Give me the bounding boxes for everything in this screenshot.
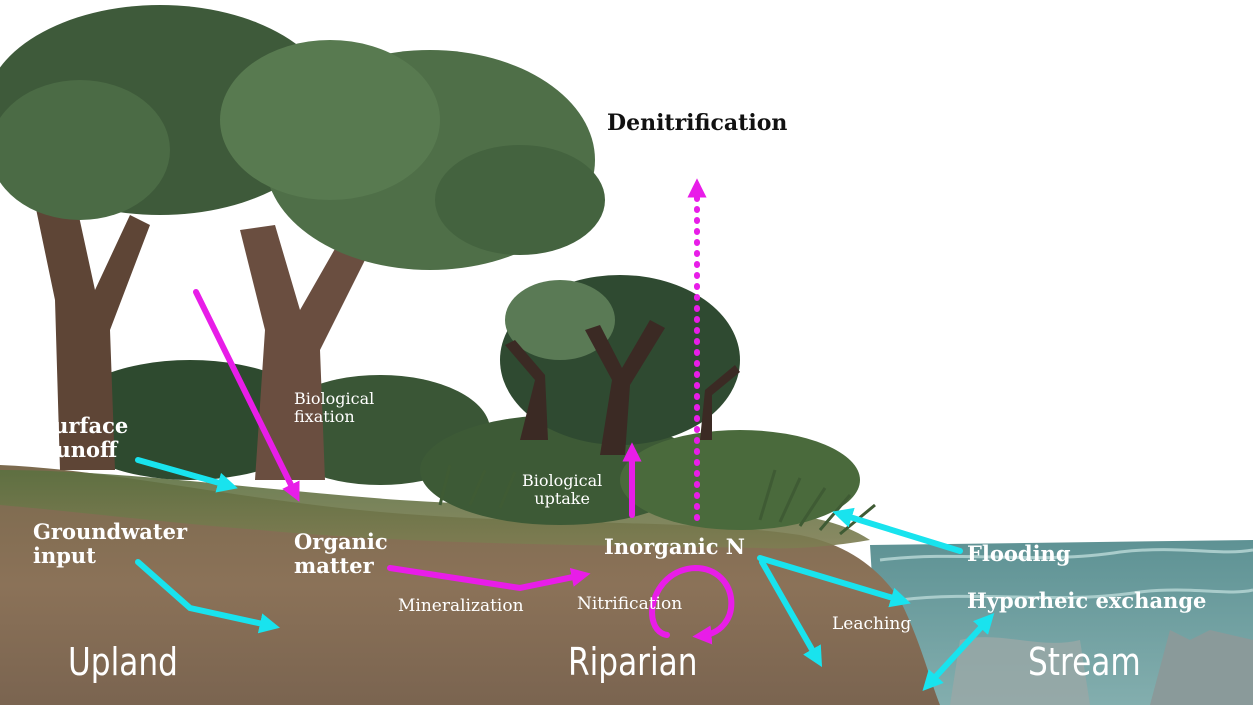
label-biological-uptake: Biological uptake xyxy=(522,472,602,508)
label-mineralization: Mineralization xyxy=(398,597,524,616)
label-biological-fixation: Biological fixation xyxy=(294,390,374,426)
label-nitrification: Nitrification xyxy=(577,595,682,614)
label-groundwater-input: Groundwater input xyxy=(33,520,187,567)
label-leaching: Leaching xyxy=(832,615,911,634)
label-hyporheic-exchange: Hyporheic exchange xyxy=(967,589,1206,613)
label-inorganic-n: Inorganic N xyxy=(604,535,745,559)
label-flooding: Flooding xyxy=(967,542,1071,566)
riparian-shrub xyxy=(500,275,740,455)
title-denitrification: Denitrification xyxy=(607,111,787,136)
zone-stream: Stream xyxy=(1028,640,1141,684)
label-surface-runoff: Surface Runoff xyxy=(38,414,128,461)
label-organic-matter: Organic matter xyxy=(294,530,388,577)
zone-riparian: Riparian xyxy=(568,640,697,684)
zone-upland: Upland xyxy=(68,640,178,684)
